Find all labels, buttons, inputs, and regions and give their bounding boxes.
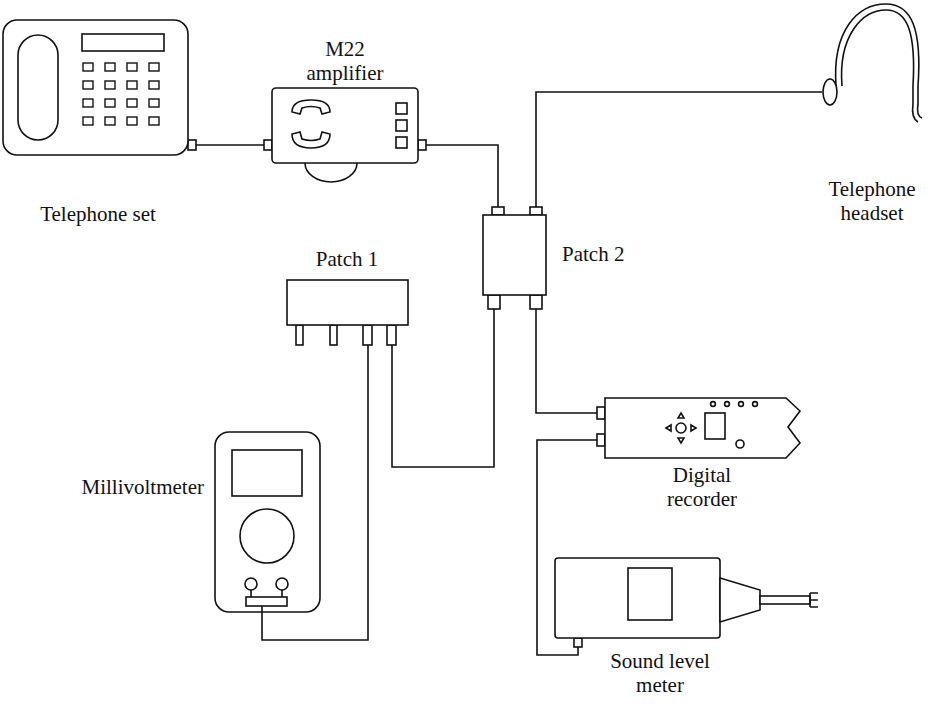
- amplifier-button: [396, 137, 407, 148]
- amplifier-base: [305, 163, 357, 182]
- recorder-led: [753, 402, 758, 407]
- amplifier-button: [396, 103, 407, 114]
- patch-plug: [492, 207, 504, 215]
- patch-leg: [330, 325, 337, 345]
- sound-meter-horn: [720, 578, 760, 622]
- telephone-body: [3, 20, 188, 155]
- recorder-led: [711, 402, 716, 407]
- patch-plug: [488, 295, 500, 309]
- patch-box: Patch 2: [483, 215, 546, 295]
- recorder-plug: [597, 407, 605, 419]
- cable: [536, 92, 822, 215]
- headset-band: [842, 10, 918, 122]
- telephone-handset: [18, 35, 58, 140]
- telephone-display: [82, 34, 164, 51]
- recorder-dpad: [666, 413, 696, 443]
- recorder-button: [736, 440, 744, 448]
- patch-plug: [530, 207, 542, 215]
- recorder-dpad: [676, 423, 686, 433]
- millivoltmeter: Millivoltmeter: [215, 432, 320, 612]
- microphone: [760, 596, 810, 604]
- headset-earpiece: [823, 79, 837, 105]
- meter-body: [215, 432, 320, 612]
- meter-dial: [240, 509, 294, 563]
- meter-plug: [574, 638, 582, 647]
- recorder-screen: [705, 413, 725, 439]
- amplifier-button: [396, 120, 407, 131]
- sound-meter-screen: [628, 568, 672, 620]
- patch-leg: [363, 325, 372, 345]
- amplifier: M22 amplifier: [272, 88, 418, 163]
- sound-level-meter: Sound level meter: [555, 558, 720, 638]
- device-label: Telephone set: [8, 203, 188, 227]
- device-label: Sound level meter: [602, 650, 718, 697]
- patch-leg: [296, 325, 303, 345]
- recorder-led: [739, 402, 744, 407]
- patch-leg: [387, 325, 396, 345]
- headset-band: [836, 4, 922, 118]
- device-label: Patch 2: [562, 243, 662, 267]
- device-label: Digital recorder: [642, 464, 762, 511]
- digital-recorder: Digital recorder: [605, 398, 800, 458]
- meter-plug: [246, 597, 287, 606]
- meter-terminal: [276, 578, 288, 590]
- device-label: M22 amplifier: [290, 38, 400, 85]
- telephone-headset: Telephone headset: [822, 2, 922, 117]
- meter-terminal: [245, 578, 257, 590]
- recorder-body: [605, 398, 800, 458]
- telephone-plug: [188, 140, 196, 150]
- microphone-tip: [810, 593, 818, 607]
- sound-meter-body: [555, 558, 720, 638]
- patch-plug: [530, 295, 542, 309]
- handset-icon: [292, 132, 330, 148]
- handset-icon: [292, 100, 330, 114]
- telephone-keypad: [82, 62, 170, 134]
- telephone-set: Telephone set: [2, 20, 190, 155]
- meter-screen: [232, 450, 302, 496]
- amplifier-body: [272, 88, 418, 163]
- amplifier-plug: [264, 140, 272, 150]
- cable: [190, 144, 272, 146]
- recorder-led: [725, 402, 730, 407]
- recorder-plug: [597, 434, 605, 446]
- device-label: Telephone headset: [822, 178, 922, 225]
- device-label: Patch 1: [297, 248, 397, 272]
- cable: [536, 295, 605, 413]
- amplifier-plug: [418, 140, 426, 150]
- device-label: Millivoltmeter: [12, 476, 204, 500]
- patch-box: [483, 215, 546, 295]
- patch-box: Patch 1: [287, 280, 408, 325]
- cable: [418, 145, 498, 215]
- patch-box: [287, 280, 408, 325]
